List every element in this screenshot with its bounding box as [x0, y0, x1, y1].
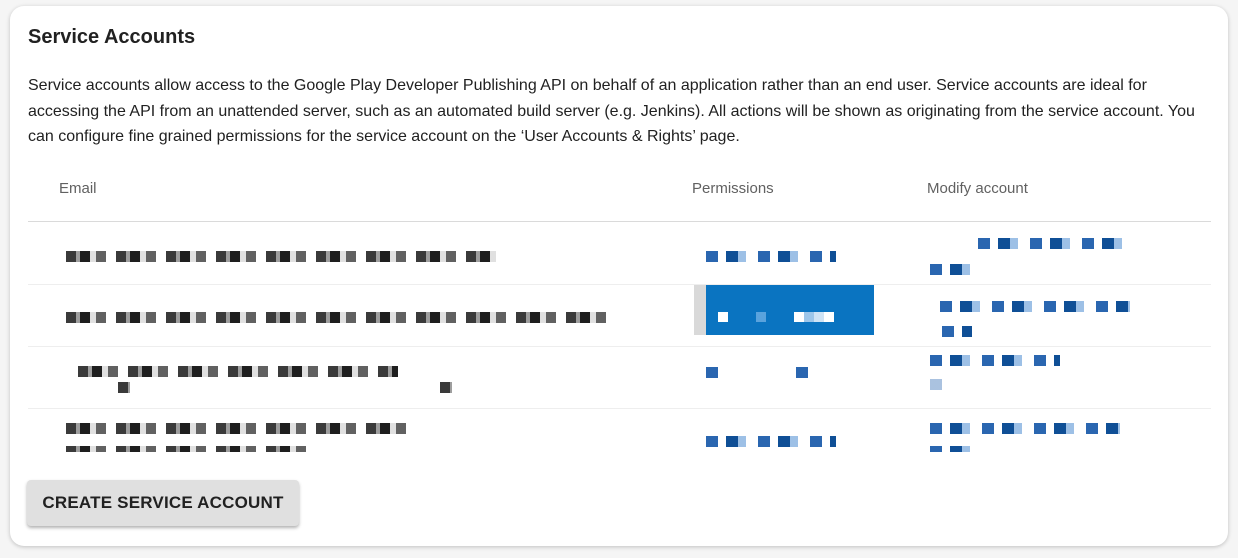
redacted-email — [66, 251, 496, 262]
row-divider — [28, 346, 1211, 347]
redacted-permissions — [718, 312, 848, 322]
row-email-cell — [58, 408, 678, 452]
create-service-account-button[interactable]: CREATE SERVICE ACCOUNT — [27, 480, 299, 526]
view-permissions-link-fragment[interactable] — [796, 367, 808, 378]
table-row — [28, 284, 1211, 346]
row-divider — [28, 408, 1211, 409]
modify-account-link-continued[interactable] — [930, 379, 942, 390]
redacted-email — [66, 423, 406, 434]
redacted-email-fragment — [440, 382, 452, 393]
row-permissions-cell — [696, 408, 916, 452]
view-permissions-link[interactable] — [706, 251, 836, 262]
card-title: Service Accounts — [28, 26, 196, 48]
modify-account-link-continued[interactable] — [942, 326, 972, 337]
row-email-cell — [58, 284, 678, 346]
redacted-email-fragment — [118, 382, 130, 393]
service-accounts-card: Service Accounts Service accounts allow … — [10, 6, 1228, 546]
redacted-email — [78, 366, 398, 377]
modify-account-link-continued[interactable] — [930, 264, 970, 275]
row-permissions-cell — [696, 346, 916, 408]
redacted-email-continued — [66, 446, 316, 452]
row-email-cell — [58, 346, 678, 408]
table-header-divider — [28, 221, 1211, 222]
column-header-email: Email — [59, 180, 97, 197]
row-modify-cell — [928, 284, 1168, 346]
card-description: Service accounts allow access to the Goo… — [28, 77, 1195, 145]
row-modify-cell — [928, 408, 1168, 452]
selection-edge — [694, 284, 706, 335]
table-row — [28, 222, 1211, 284]
column-header-permissions: Permissions — [692, 180, 774, 197]
column-header-modify-account: Modify account — [927, 180, 1028, 197]
row-email-cell — [58, 222, 678, 284]
table-row — [28, 346, 1211, 408]
row-modify-cell — [928, 222, 1168, 284]
row-modify-cell — [928, 346, 1168, 408]
modify-account-link[interactable] — [940, 301, 1130, 312]
modify-account-link[interactable] — [930, 355, 1060, 366]
selected-permissions-link[interactable] — [706, 284, 874, 335]
row-permissions-cell — [694, 284, 916, 346]
modify-account-link[interactable] — [930, 423, 1120, 434]
row-permissions-cell — [696, 222, 916, 284]
view-permissions-link[interactable] — [706, 367, 718, 378]
table-row — [28, 408, 1211, 452]
redacted-email — [66, 312, 616, 323]
modify-account-link[interactable] — [978, 238, 1128, 249]
service-accounts-table — [28, 222, 1211, 452]
modify-account-link-continued[interactable] — [930, 446, 970, 452]
view-permissions-link[interactable] — [706, 436, 836, 447]
row-divider — [28, 284, 1211, 285]
